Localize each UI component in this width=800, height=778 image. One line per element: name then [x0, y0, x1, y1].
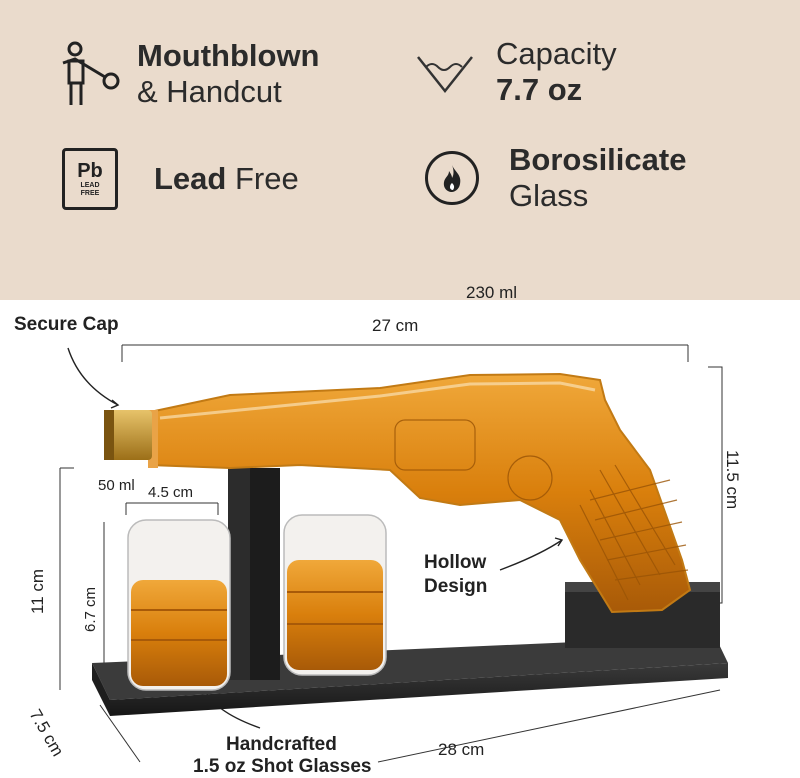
- decanter-length-label: 27 cm: [372, 316, 419, 335]
- lead-free-badge-symbol: Pb: [77, 160, 103, 182]
- decanter-volume-label: 230 ml: [466, 283, 518, 302]
- hollow-callout-line1: Hollow: [424, 552, 487, 573]
- dimension-lines: [59, 344, 723, 763]
- feature-mouthblown: Mouthblown & Handcut: [55, 38, 320, 110]
- feature-lead-bold: Lead: [154, 161, 227, 196]
- decanter-stand: [228, 468, 280, 680]
- glassblower-icon: [55, 41, 121, 107]
- cup-icon: [412, 39, 478, 105]
- secure-cap-callout: Secure Cap: [14, 314, 119, 335]
- feature-lead-rest: Free: [226, 161, 299, 196]
- feature-lead-free: Pb LEAD FREE Lead Free: [62, 148, 299, 210]
- flame-icon: [425, 151, 479, 205]
- feature-capacity: Capacity 7.7 oz: [412, 36, 617, 108]
- feature-mouthblown-bold: Mouthblown: [137, 38, 320, 73]
- glasses-callout-line2: 1.5 oz Shot Glasses: [193, 756, 372, 777]
- base-length-label: 28 cm: [438, 740, 485, 759]
- feature-borosilicate: Borosilicate Glass: [425, 142, 686, 214]
- glass-diameter-label: 4.5 cm: [148, 484, 194, 501]
- feature-capacity-label: Capacity: [496, 36, 617, 71]
- shot-glass-right: [283, 514, 387, 676]
- gun-decanter: [104, 372, 692, 614]
- decanter-height-label: 11.5 cm: [723, 450, 742, 510]
- lead-free-icon: Pb LEAD FREE: [62, 148, 118, 210]
- hollow-callout-line2: Design: [424, 576, 488, 597]
- glass-volume-label: 50 ml: [98, 477, 135, 494]
- glass-height-label: 6.7 cm: [82, 586, 99, 632]
- band-curve: [0, 230, 800, 300]
- shot-glass-left: [127, 519, 231, 691]
- feature-mouthblown-rest: & Handcut: [137, 74, 282, 109]
- feature-borosilicate-rest: Glass: [509, 178, 589, 213]
- feature-capacity-value: 7.7 oz: [496, 72, 583, 107]
- stand-height-label: 11 cm: [28, 568, 47, 614]
- glasses-callout-line1: Handcrafted: [226, 734, 337, 755]
- feature-borosilicate-bold: Borosilicate: [509, 142, 687, 177]
- lead-free-badge-text: LEAD FREE: [80, 182, 100, 197]
